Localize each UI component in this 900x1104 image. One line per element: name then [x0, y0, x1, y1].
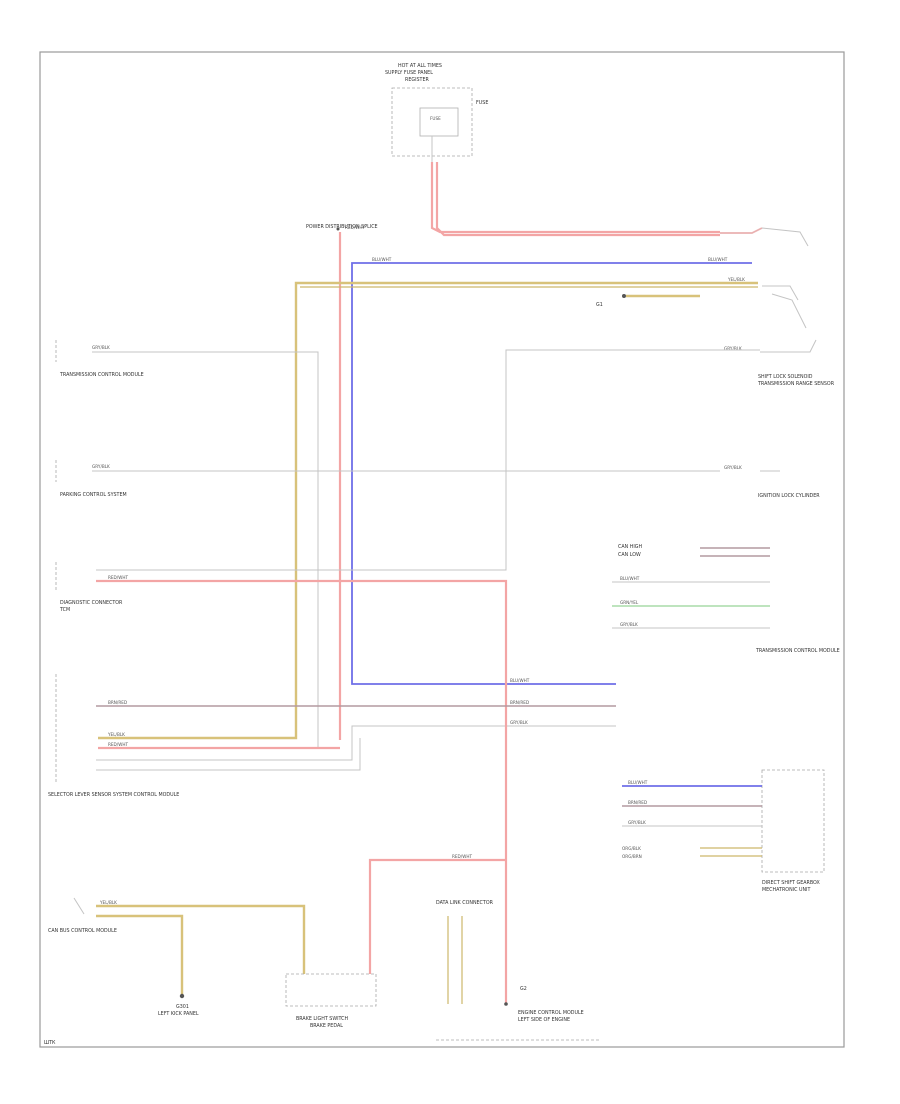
svg-text:RED/WHT: RED/WHT	[452, 854, 472, 859]
fuse-block-title: HOT AT ALL TIMES	[398, 63, 442, 69]
g2-label: G2	[520, 986, 527, 992]
brake-switch-label: BRAKE LIGHT SWITCH	[296, 1016, 348, 1022]
right-switch-1-sub: TRANSMISSION RANGE SENSOR	[757, 381, 835, 387]
left-module-3-label: DIAGNOSTIC CONNECTOR	[60, 600, 123, 606]
brake-switch-outline	[285, 973, 377, 1007]
fuse-right-label: FUSE	[476, 100, 488, 106]
ecm-sub: LEFT SIDE OF ENGINE	[518, 1017, 570, 1023]
corner-label: ШТК	[44, 1040, 56, 1046]
g1-label: G1	[596, 302, 603, 308]
svg-text:GRY/BLK: GRY/BLK	[724, 465, 742, 470]
right-switch-2-label: IGNITION LOCK CYLINDER	[758, 493, 820, 499]
fuse-label: FUSE	[430, 116, 441, 121]
right-switch-1-label: SHIFT LOCK SOLENOID	[758, 374, 813, 380]
left-splice-label: POWER DISTRIBUTION SPLICE	[306, 224, 378, 230]
fuse-box	[419, 107, 459, 137]
svg-text:BRN/RED: BRN/RED	[510, 700, 529, 705]
svg-text:BLU/WHT: BLU/WHT	[510, 678, 530, 683]
left-bottom-module-label: CAN BUS CONTROL MODULE	[48, 928, 117, 934]
red-feed-wire	[430, 162, 720, 234]
blue-wire-label: BLU/WHT	[372, 257, 392, 262]
blue-wire	[351, 262, 752, 685]
svg-text:BRN/RED: BRN/RED	[108, 700, 127, 705]
selector-lever-label: SELECTOR LEVER SENSOR SYSTEM CONTROL MOD…	[48, 792, 179, 798]
svg-text:GRY/BLK: GRY/BLK	[724, 346, 742, 351]
svg-text:GRY/BLK: GRY/BLK	[92, 345, 110, 350]
left-module-1-label: TRANSMISSION CONTROL MODULE	[59, 372, 144, 378]
brake-switch-sub: BRAKE PEDAL	[310, 1023, 343, 1029]
yellow-wire-label: YEL/BLK	[727, 277, 745, 282]
svg-text:BLU/WHT: BLU/WHT	[628, 780, 648, 785]
ground-left-label: G301	[176, 1004, 189, 1010]
svg-text:ORG/BLK: ORG/BLK	[622, 846, 641, 851]
fuse-block-sub2: REGISTER	[405, 77, 430, 83]
yellow-bottom-wire	[96, 904, 306, 974]
svg-text:GRY/BLK: GRY/BLK	[620, 622, 638, 627]
svg-text:YEL/BLK: YEL/BLK	[99, 900, 117, 905]
grey-signal-wire-2	[96, 349, 760, 571]
left-module-4-label: TCM	[59, 607, 70, 613]
ground-left-sub: LEFT KICK PANEL	[158, 1011, 199, 1017]
svg-text:GRN/YEL: GRN/YEL	[620, 600, 639, 605]
tcm-outline	[761, 769, 825, 873]
grey-signal-wire-1	[92, 351, 319, 749]
data-connector-label: DATA LINK CONNECTOR	[436, 900, 494, 906]
fuse-block-sub: SUPPLY FUSE PANEL	[385, 70, 433, 76]
red-wire-label: RED/WHT	[345, 225, 365, 230]
left-module-2-label: PARKING CONTROL SYSTEM	[60, 492, 127, 498]
svg-text:GRY/BLK: GRY/BLK	[92, 464, 110, 469]
right-module-1-label: TRANSMISSION CONTROL MODULE	[755, 648, 840, 654]
svg-text:RED/WHT: RED/WHT	[108, 742, 128, 747]
svg-text:BRN/RED: BRN/RED	[628, 800, 647, 805]
svg-text:GRY/BLK: GRY/BLK	[510, 720, 528, 725]
diagram-frame	[39, 51, 845, 1048]
can-low-label: CAN LOW	[618, 552, 641, 558]
red-brake-wire	[368, 858, 506, 974]
svg-text:YEL/BLK: YEL/BLK	[107, 732, 125, 737]
svg-text:GRY/BLK: GRY/BLK	[628, 820, 646, 825]
svg-text:BLU/WHT: BLU/WHT	[708, 257, 728, 262]
can-high-label: CAN HIGH	[618, 544, 642, 550]
svg-text:BLU/WHT: BLU/WHT	[620, 576, 640, 581]
right-module-2-label: DIRECT SHIFT GEARBOX	[762, 880, 821, 886]
ecm-label: ENGINE CONTROL MODULE	[518, 1010, 584, 1016]
svg-text:ORG/BRN: ORG/BRN	[622, 854, 642, 859]
svg-text:RED/WHT: RED/WHT	[108, 575, 128, 580]
red-wire-down	[96, 579, 508, 1004]
yellow-wire	[98, 281, 758, 740]
right-module-3-label: MECHATRONIC UNIT	[762, 887, 810, 893]
